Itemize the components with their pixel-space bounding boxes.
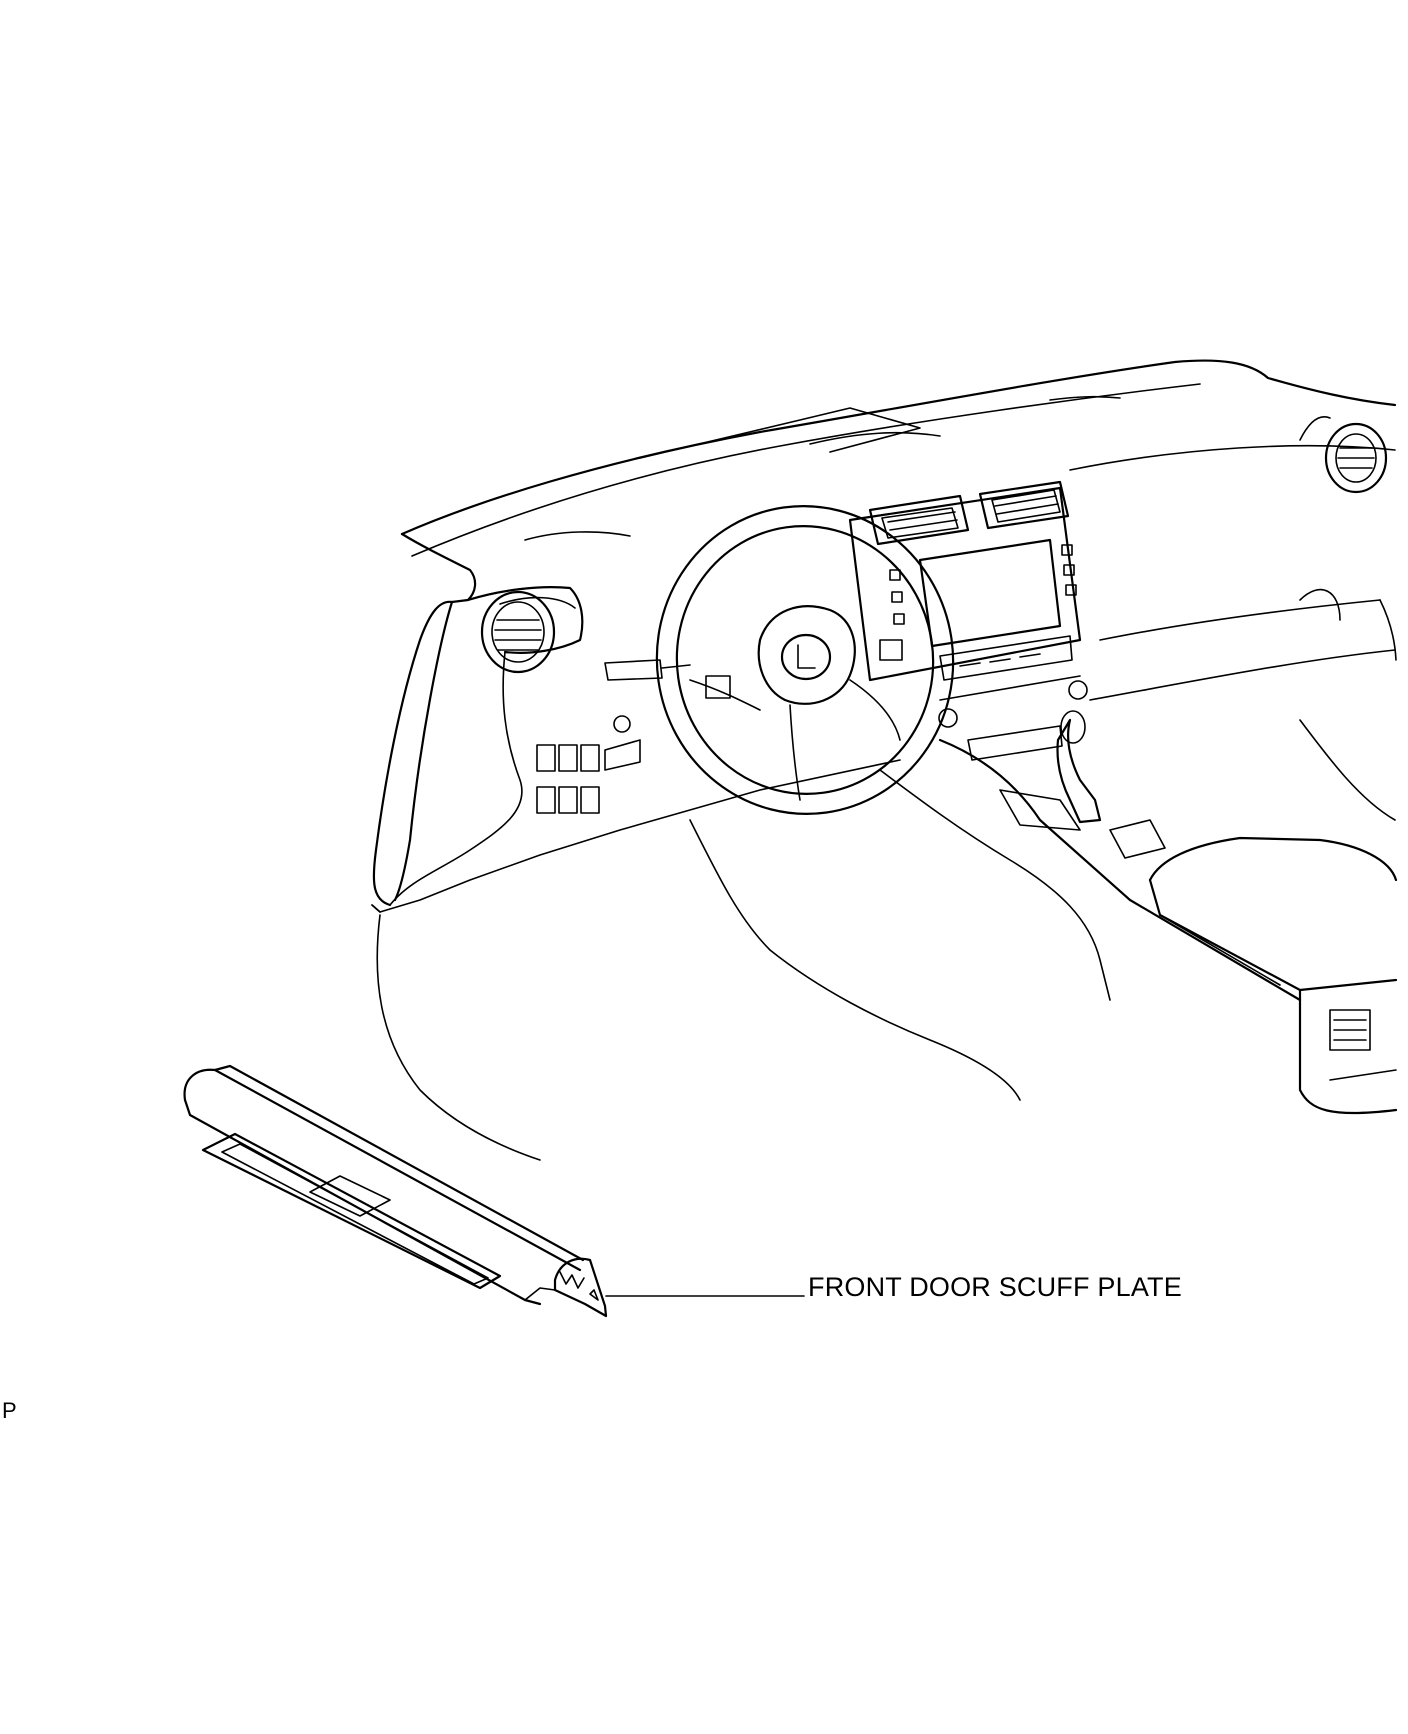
- steering-wheel: [655, 505, 955, 815]
- center-display: [848, 486, 1088, 761]
- floor-lines: [376, 769, 1111, 1161]
- passenger-dash: [1089, 588, 1397, 821]
- left-air-vent: [480, 590, 556, 674]
- callout-label-front-door-scuff-plate: FRONT DOOR SCUFF PLATE: [808, 1272, 1182, 1302]
- turn-signal-stalk: [604, 659, 691, 681]
- front-door-scuff-plate: [183, 1064, 608, 1318]
- center-console: [938, 710, 1398, 1115]
- right-air-vent: [1299, 416, 1388, 494]
- dashboard-left-panel: [371, 532, 901, 913]
- center-vents: [868, 480, 1070, 546]
- left-switch-panel: [536, 715, 641, 814]
- corner-mark: P: [2, 1398, 17, 1423]
- dashboard-top: [400, 359, 1397, 557]
